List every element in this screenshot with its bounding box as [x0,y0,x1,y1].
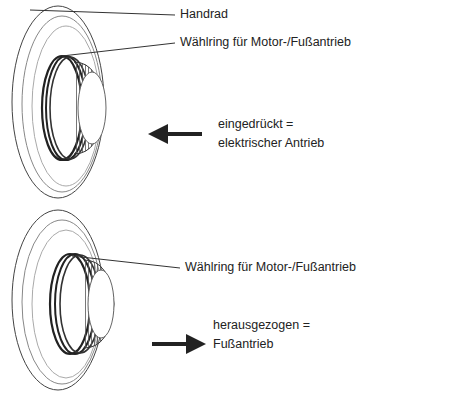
part-label: Wählring für Motor-/Fußantrieb [185,258,445,277]
handwheel-top [12,6,175,198]
leader-line [62,43,175,56]
state-note: eingedrückt = elektrischer Antrieb [218,115,358,153]
part-label: Handrad [180,5,380,24]
leader-line [72,256,180,268]
leader-line [30,10,175,15]
push-arrow [152,132,202,136]
part-label: Wählring für Motor-/Fußantrieb [180,33,440,52]
state-note: herausgezogen = Fußantrieb [213,316,343,354]
handwheel-bottom [12,210,180,390]
pull-arrow [152,342,202,346]
